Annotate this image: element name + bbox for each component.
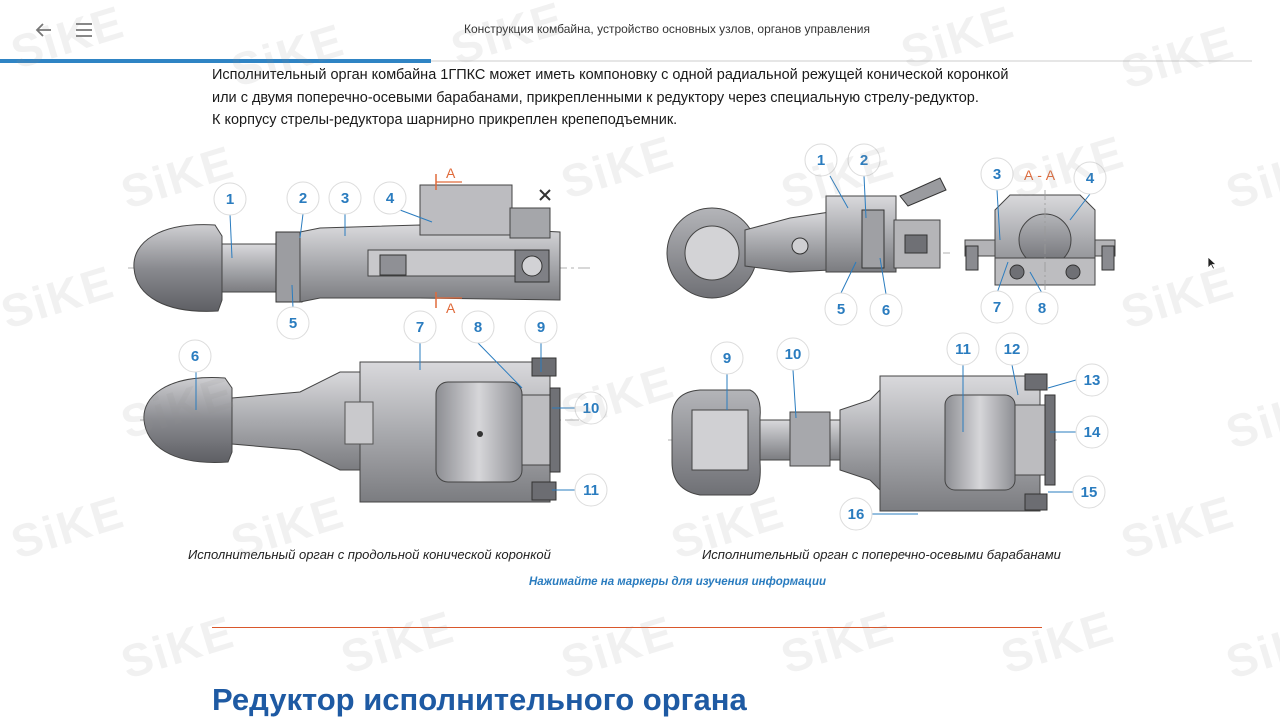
svg-text:6: 6 <box>882 302 890 319</box>
section-mark-bottom: А <box>435 292 462 316</box>
drawing-side-view-drums <box>666 177 950 299</box>
watermark-text: SiKE <box>334 600 461 684</box>
svg-text:4: 4 <box>1086 170 1095 187</box>
svg-text:5: 5 <box>289 315 297 332</box>
leader-lines <box>195 175 1091 515</box>
svg-text:1: 1 <box>226 191 234 208</box>
marker-right-10[interactable]: 10 <box>776 337 810 371</box>
svg-text:7: 7 <box>993 299 1001 316</box>
drawing-plan-view-cone <box>140 357 590 503</box>
caption-cone-crown: Исполнительный орган с продольной кониче… <box>188 547 551 562</box>
section-label-a-a: А - А <box>1024 167 1056 183</box>
marker-right-16[interactable]: 16 <box>839 497 873 531</box>
svg-text:2: 2 <box>299 190 307 207</box>
svg-text:7: 7 <box>416 319 424 336</box>
marker-right-14[interactable]: 14 <box>1075 415 1109 449</box>
marker-right-13[interactable]: 13 <box>1075 363 1109 397</box>
svg-text:15: 15 <box>1081 484 1098 501</box>
intro-line: или с двумя поперечно-осевыми барабанами… <box>212 89 979 106</box>
intro-text: Исполнительный орган комбайна 1ГПКС може… <box>212 64 1072 132</box>
svg-text:14: 14 <box>1084 424 1101 441</box>
watermark-text: SiKE <box>1219 605 1280 689</box>
marker-right-6[interactable]: 6 <box>869 293 903 327</box>
marker-left-2[interactable]: 2 <box>286 181 320 215</box>
svg-text:8: 8 <box>1038 300 1046 317</box>
marker-right-9[interactable]: 9 <box>710 341 744 375</box>
svg-text:9: 9 <box>723 350 731 367</box>
marker-right-3[interactable]: 3 <box>980 157 1014 191</box>
assembly-figure: А А <box>120 140 1160 540</box>
marker-right-15[interactable]: 15 <box>1072 475 1106 509</box>
svg-text:9: 9 <box>537 319 545 336</box>
watermark-text: SiKE <box>0 255 121 339</box>
progress-bar <box>0 59 1252 63</box>
svg-text:2: 2 <box>860 152 868 169</box>
svg-text:10: 10 <box>785 346 802 363</box>
svg-text:3: 3 <box>341 190 349 207</box>
watermark-text: SiKE <box>114 605 241 689</box>
marker-left-8[interactable]: 8 <box>461 310 495 344</box>
mouse-cursor-icon <box>1207 256 1218 270</box>
marker-left-7[interactable]: 7 <box>403 310 437 344</box>
marker-right-7[interactable]: 7 <box>980 290 1014 324</box>
marker-left-10[interactable]: 10 <box>574 391 608 425</box>
drawing-section-a-a: А - А <box>964 167 1116 292</box>
marker-left-3[interactable]: 3 <box>328 181 362 215</box>
svg-text:1: 1 <box>817 152 825 169</box>
svg-text:4: 4 <box>386 190 395 207</box>
svg-text:16: 16 <box>848 506 865 523</box>
svg-text:6: 6 <box>191 348 199 365</box>
marker-right-4[interactable]: 4 <box>1073 161 1107 195</box>
marker-right-11[interactable]: 11 <box>946 332 980 366</box>
marker-left-9[interactable]: 9 <box>524 310 558 344</box>
intro-line: К корпусу стрелы-редуктора шарнирно прик… <box>212 112 678 128</box>
section-label-a-top: А <box>446 165 456 181</box>
marker-left-6[interactable]: 6 <box>178 339 212 373</box>
watermark-text: SiKE <box>994 600 1121 684</box>
svg-text:5: 5 <box>837 301 845 318</box>
watermark-text: SiKE <box>1219 375 1280 459</box>
marker-left-5[interactable]: 5 <box>276 306 310 340</box>
caption-transverse-drums: Исполнительный орган с поперечно-осевыми… <box>702 547 1061 562</box>
svg-text:11: 11 <box>583 482 599 499</box>
marker-right-5[interactable]: 5 <box>824 292 858 326</box>
drawing-plan-view-drums <box>668 373 1060 512</box>
watermark-text: SiKE <box>4 485 131 569</box>
svg-text:10: 10 <box>583 400 600 417</box>
marker-right-2[interactable]: 2 <box>847 143 881 177</box>
back-arrow-icon[interactable] <box>32 18 56 42</box>
marker-left-1[interactable]: 1 <box>213 182 247 216</box>
menu-icon[interactable] <box>72 18 96 42</box>
section-mark-top: А <box>435 165 462 190</box>
marker-right-8[interactable]: 8 <box>1025 291 1059 325</box>
drawings-svg: А А <box>128 143 1116 531</box>
svg-text:11: 11 <box>955 341 971 358</box>
markers-hint-link[interactable]: Нажимайте на маркеры для изучения информ… <box>528 576 827 588</box>
marker-left-11[interactable]: 11 <box>574 473 608 507</box>
watermark-text: SiKE <box>554 605 681 689</box>
svg-text:3: 3 <box>993 166 1001 183</box>
marker-right-1[interactable]: 1 <box>804 143 838 177</box>
top-bar: Конструкция комбайна, устройство основны… <box>0 0 1280 63</box>
svg-text:12: 12 <box>1004 341 1021 358</box>
watermark-text: SiKE <box>1219 135 1280 219</box>
section-divider <box>212 627 1042 628</box>
intro-line: Исполнительный орган комбайна 1ГПКС може… <box>212 67 1009 83</box>
marker-right-12[interactable]: 12 <box>995 332 1029 366</box>
section-heading-gearbox: Редуктор исполнительного органа <box>212 682 747 717</box>
marker-left-4[interactable]: 4 <box>373 181 407 215</box>
page-title: Конструкция комбайна, устройство основны… <box>463 22 870 36</box>
svg-text:8: 8 <box>474 319 482 336</box>
section-label-a-bottom: А <box>446 300 456 316</box>
drawing-side-view-cone: А А <box>128 165 590 316</box>
watermark-text: SiKE <box>774 600 901 684</box>
svg-text:13: 13 <box>1084 372 1101 389</box>
progress-fill <box>0 59 431 63</box>
